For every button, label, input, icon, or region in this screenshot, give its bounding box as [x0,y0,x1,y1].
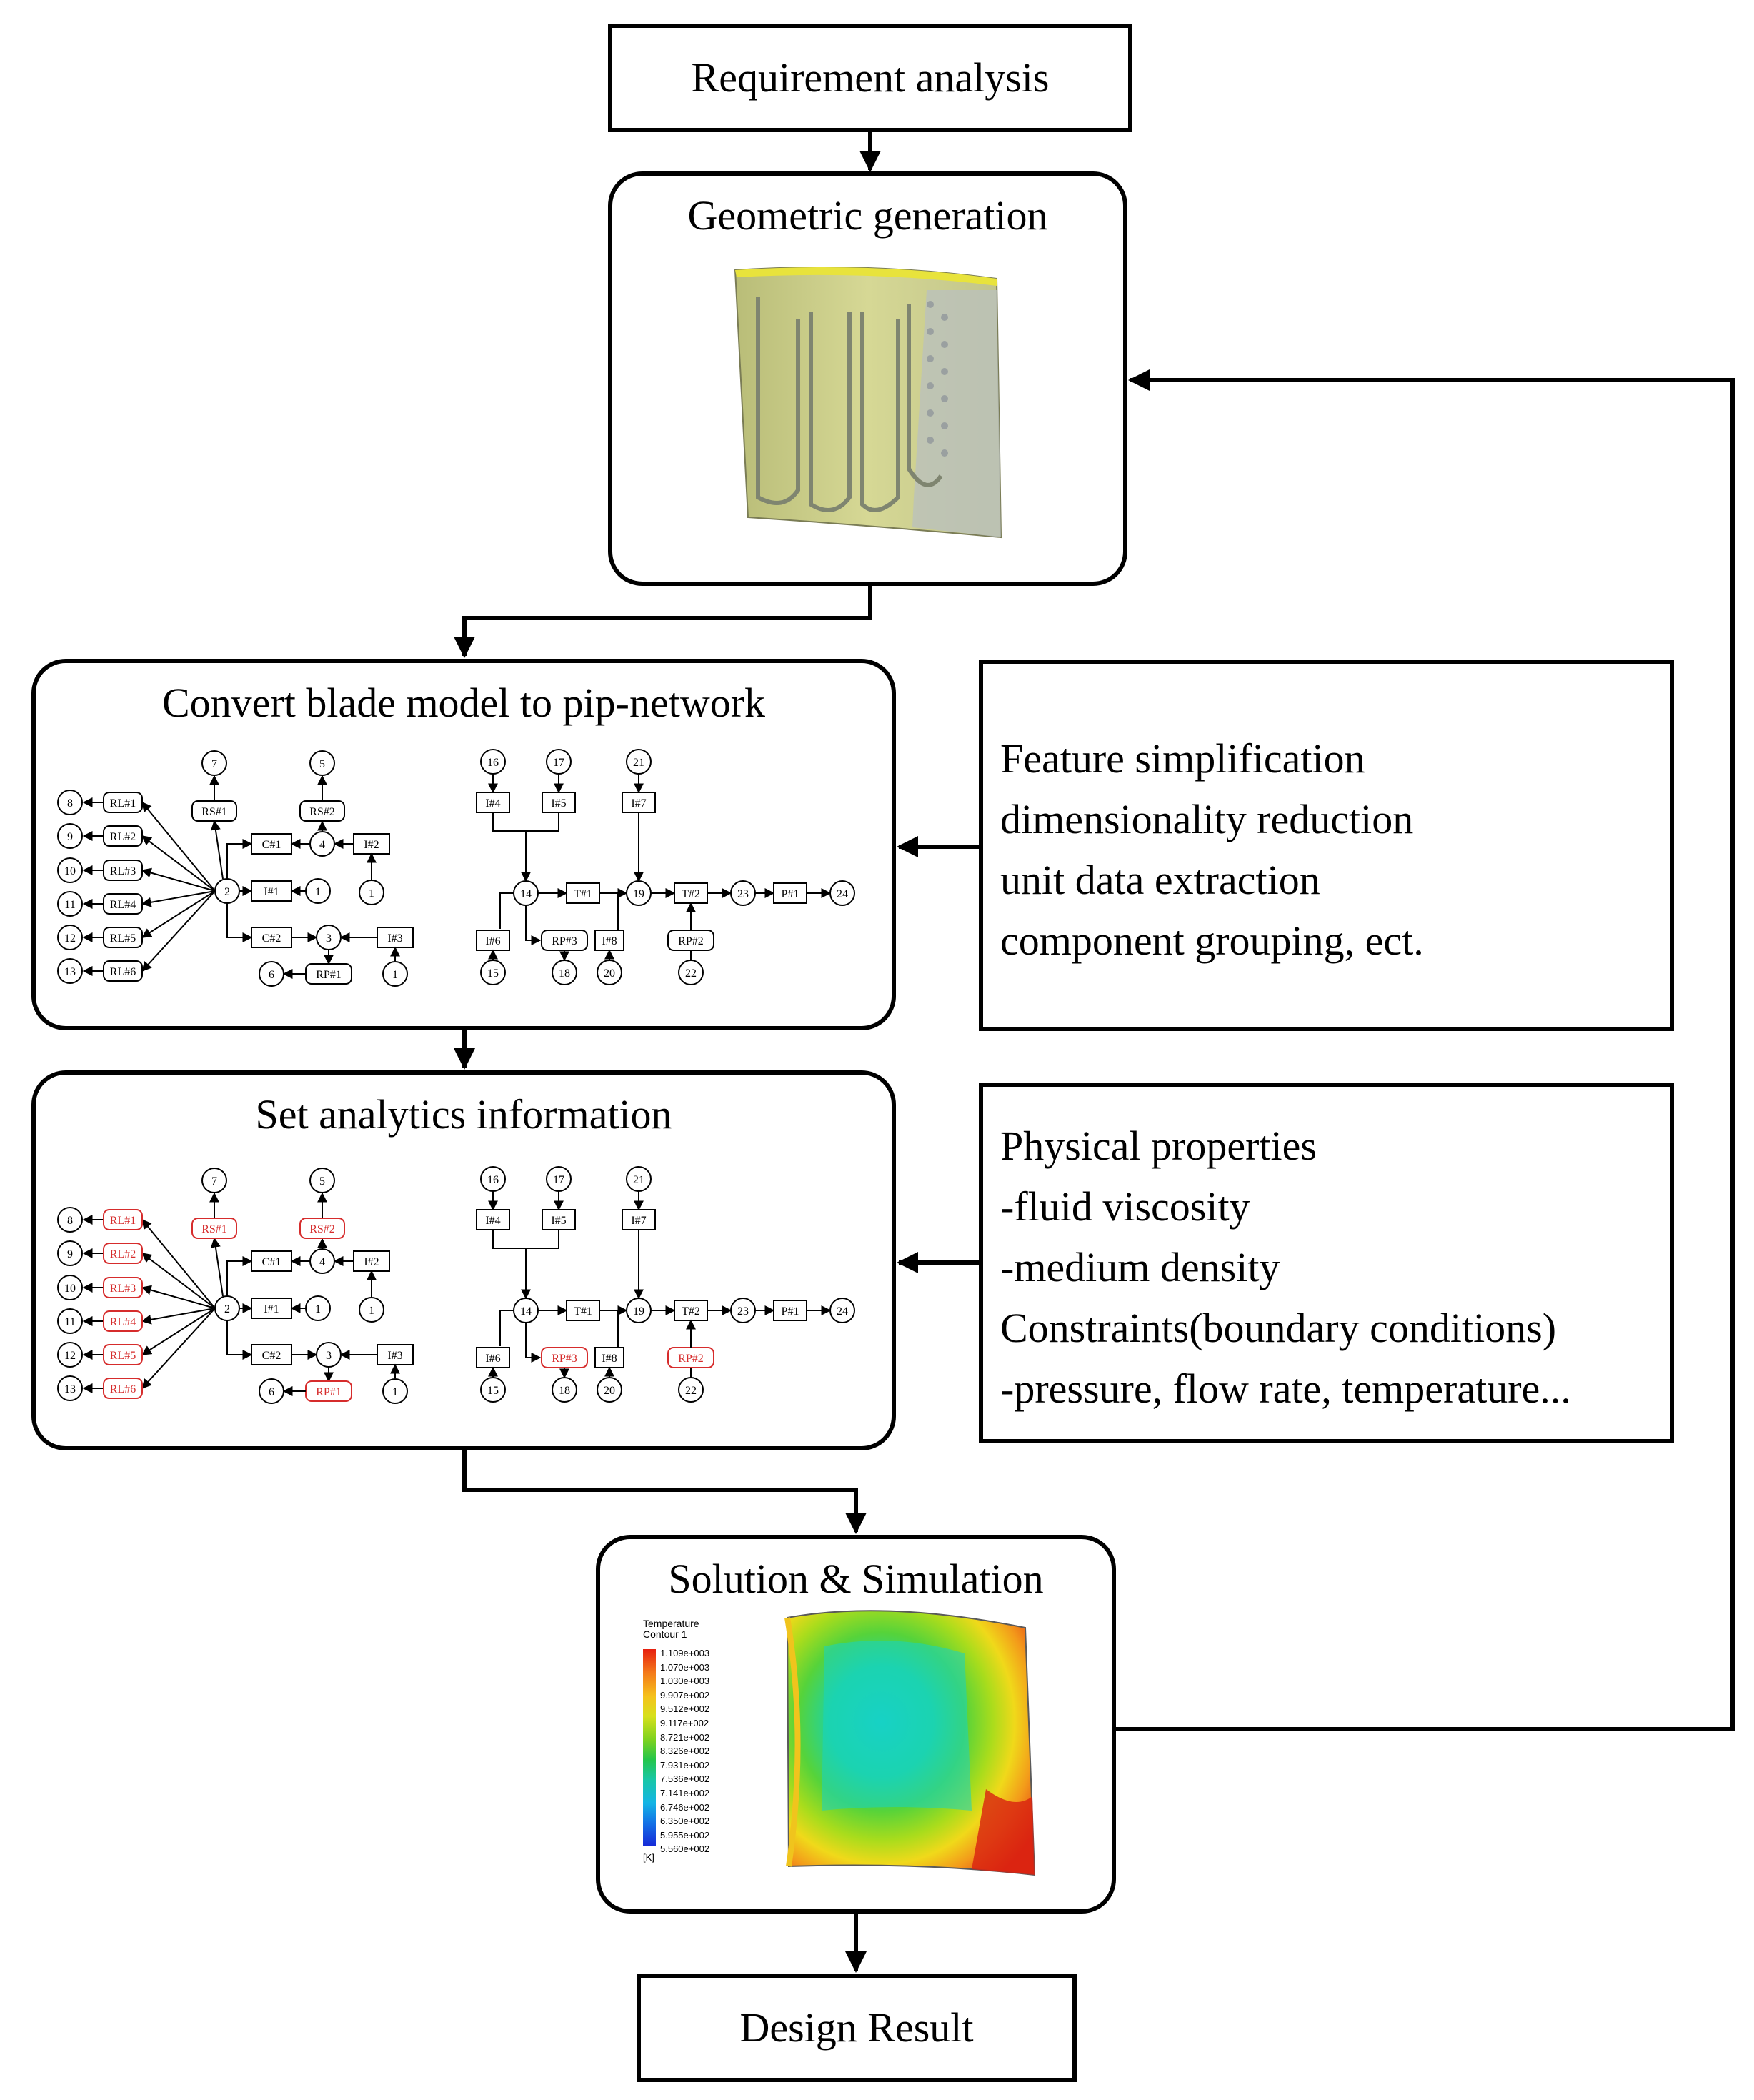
legend-colorbar [643,1649,656,1846]
geometric-generation-label: Geometric generation [687,192,1048,239]
convert-network-label: Convert blade model to pip-network [161,680,766,726]
note-constraints: Constraints(boundary conditions) [1000,1305,1557,1351]
legend-value: 6.350e+002 [660,1816,710,1827]
requirement-analysis-box: Requirement analysis [608,24,1132,132]
legend-value: 1.070e+003 [660,1661,710,1673]
geometric-generation-box: Geometric generation [608,171,1127,586]
note-fluid-viscosity: -fluid viscosity [1000,1183,1250,1230]
legend-value: 1.109e+003 [660,1648,710,1658]
legend-value: 7.931e+002 [660,1759,710,1771]
legend-value: 7.536e+002 [660,1773,710,1785]
legend-value: 9.907e+002 [660,1689,710,1701]
analytics-notes-box: Physical properties -fluid viscosity -me… [979,1083,1674,1443]
arrow-geometric-to-convert [454,586,872,658]
arrow-feedback-to-geometric [1116,369,1735,1731]
note-dimensionality-reduction: dimensionality reduction [1000,796,1414,842]
legend-unit: [K] [643,1852,654,1863]
note-component-grouping: component grouping, ect. [1000,917,1424,964]
convert-notes-box: Feature simplification dimensionality re… [979,660,1674,1031]
temperature-contour-blade [784,1610,1036,1876]
analytics-notes: Physical properties -fluid viscosity -me… [1000,1115,1571,1419]
note-pressure-flow-temperature: -pressure, flow rate, temperature... [1000,1365,1571,1412]
design-result-box: Design Result [637,1974,1077,2082]
analytics-info-label: Set analytics information [255,1091,672,1138]
note-unit-data-extraction: unit data extraction [1000,857,1320,903]
legend-value: 8.326e+002 [660,1746,710,1757]
requirement-analysis-label: Requirement analysis [691,54,1050,101]
blade-model-image [734,267,1002,539]
legend-value: 5.560e+002 [660,1843,710,1855]
convert-notes: Feature simplification dimensionality re… [1000,728,1424,971]
note-feature-simplification: Feature simplification [1000,735,1365,782]
temperature-legend: Temperature Contour 1 1.109e+003 1.070e+0… [643,1618,743,1863]
arrow-analytics-to-solution [462,1450,867,1534]
analytics-info-box: Set analytics information [31,1070,896,1450]
solution-simulation-box: Solution & Simulation Temperature Contou… [596,1535,1116,1914]
legend-value: 8.721e+002 [660,1731,710,1743]
convert-network-box: Convert blade model to pip-network [31,659,896,1030]
legend-title: Temperature [643,1618,699,1629]
note-medium-density: -medium density [1000,1244,1280,1290]
note-physical-properties: Physical properties [1000,1123,1317,1169]
legend-value: 5.955e+002 [660,1829,710,1841]
legend-value: 7.141e+002 [660,1787,710,1798]
design-result-label: Design Result [739,2004,974,2051]
legend-value: 1.030e+003 [660,1676,710,1687]
legend-subtitle: Contour 1 [643,1628,687,1640]
legend-value: 9.512e+002 [660,1703,710,1715]
legend-value: 6.746e+002 [660,1801,710,1813]
legend-values: 1.109e+003 1.070e+003 1.030e+003 9.907e+002… [660,1646,709,1856]
legend-value: 9.117e+002 [660,1717,709,1728]
solution-simulation-label: Solution & Simulation [668,1556,1044,1602]
